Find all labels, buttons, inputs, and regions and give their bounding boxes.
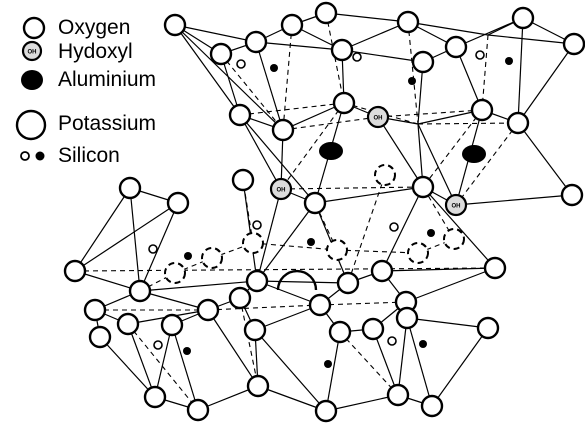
svg-text:OH: OH	[28, 50, 37, 56]
potassium-atom	[374, 164, 396, 186]
oxygen-atom	[246, 374, 270, 398]
silicon-atom	[153, 340, 163, 350]
oxygen-legend-icon	[22, 16, 46, 40]
hydroxyl-legend-icon: OH	[21, 40, 43, 62]
svg-text:OH: OH	[277, 188, 286, 194]
oxygen-atom	[231, 168, 255, 192]
oxygen-atom	[88, 325, 112, 349]
oxygen-atom	[314, 1, 338, 25]
legend-label-potassium: Potassium	[58, 112, 157, 135]
oxygen-atom	[116, 312, 140, 336]
silicon-legend-icon-filled	[35, 151, 45, 161]
silicon-legend-icon-open	[20, 151, 30, 161]
oxygen-atom	[186, 398, 210, 422]
oxygen-atom	[245, 269, 269, 293]
silicon-atom	[408, 77, 416, 85]
oxygen-atom	[63, 259, 87, 283]
silicon-atom	[184, 252, 192, 260]
oxygen-atom	[280, 13, 304, 37]
potassium-atom	[242, 232, 264, 254]
svg-text:OH: OH	[374, 116, 383, 122]
silicon-atom	[352, 52, 362, 62]
potassium-atom	[407, 242, 429, 264]
oxygen-atom	[328, 320, 352, 344]
silicon-atom	[183, 347, 191, 355]
oxygen-atom	[196, 298, 220, 322]
oxygen-atom	[228, 103, 252, 127]
svg-text:OH: OH	[452, 204, 461, 210]
oxygen-atom	[420, 394, 444, 418]
hydroxyl-atom: OH	[269, 177, 293, 201]
silicon-atom	[236, 59, 246, 69]
legend-label-aluminium: Aluminium	[58, 68, 157, 91]
oxygen-atom	[386, 383, 410, 407]
potassium-atom	[443, 228, 465, 250]
oxygen-atom	[370, 259, 394, 283]
oxygen-atom	[511, 6, 535, 30]
silicon-atom	[252, 220, 262, 230]
oxygen-atom	[166, 191, 190, 215]
oxygen-atom	[361, 317, 385, 341]
oxygen-atom	[506, 111, 530, 135]
oxygen-atom	[396, 10, 420, 34]
silicon-atom	[324, 360, 332, 368]
silicon-atom	[427, 229, 435, 237]
legend-label-oxygen: Oxygen	[58, 16, 131, 39]
oxygen-atom	[330, 38, 354, 62]
silicon-atom	[387, 336, 397, 346]
oxygen-atom	[163, 13, 187, 37]
aluminium-atom	[319, 142, 343, 160]
oxygen-atom	[336, 271, 360, 295]
silicon-atom	[307, 238, 315, 246]
silicon-atom	[419, 340, 427, 348]
oxygen-atom	[128, 279, 152, 303]
silicon-atom	[148, 244, 158, 254]
hydroxyl-atom: OH	[366, 105, 390, 129]
silicon-atom	[270, 64, 278, 72]
legend-label-hydroxyl: Hydoxyl	[58, 40, 133, 63]
oxygen-atom	[303, 191, 327, 215]
aluminium-atom	[462, 145, 486, 163]
oxygen-atom	[332, 91, 356, 115]
potassium-atom	[326, 239, 348, 261]
aluminium-legend-icon	[21, 70, 43, 90]
oxygen-atom	[243, 318, 267, 342]
oxygen-atom	[411, 50, 435, 74]
oxygen-atom	[444, 35, 468, 59]
oxygen-atom	[395, 306, 419, 330]
oxygen-atom	[143, 385, 167, 409]
potassium-atom	[201, 247, 223, 269]
oxygen-atom	[244, 30, 268, 54]
oxygen-atom	[118, 176, 142, 200]
silicon-atom	[475, 50, 485, 60]
potassium-atom	[164, 262, 186, 284]
oxygen-atom	[476, 316, 500, 340]
oxygen-atom	[160, 313, 184, 337]
potassium-atom	[276, 269, 318, 291]
oxygen-atom	[470, 98, 494, 122]
silicon-atom	[505, 57, 513, 65]
oxygen-atom	[560, 183, 584, 207]
oxygen-atom	[271, 118, 295, 142]
oxygen-atom	[411, 175, 435, 199]
potassium-legend-icon	[15, 109, 47, 141]
oxygen-atom	[562, 32, 585, 56]
oxygen-atom	[308, 293, 332, 317]
oxygen-atom	[209, 42, 233, 66]
oxygen-atom	[228, 286, 252, 310]
hydroxyl-atom: OH	[444, 193, 468, 217]
oxygen-atom	[483, 256, 507, 280]
legend-label-silicon: Silicon	[58, 144, 120, 167]
oxygen-atom	[314, 399, 338, 423]
legend: OH	[15, 16, 47, 161]
silicon-atom	[389, 222, 399, 232]
oxygen-atom	[83, 298, 107, 322]
